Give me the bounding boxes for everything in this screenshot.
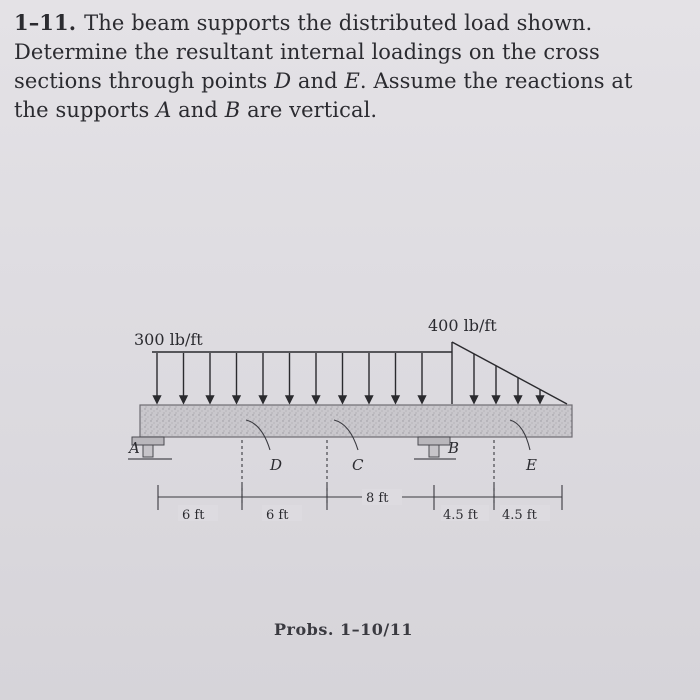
load-arrow-head <box>513 395 523 405</box>
load-arrow-head <box>311 395 321 405</box>
label-d: D <box>269 456 282 474</box>
load-arrow-head <box>152 395 162 405</box>
load-arrow-head <box>258 395 268 405</box>
load-arrow-head <box>231 395 242 405</box>
problem-text-3a: sections through points <box>14 69 275 93</box>
dim-label-bg-3 <box>362 489 402 505</box>
problem-text-4c: are vertical. <box>240 98 378 122</box>
load-arrow-head <box>491 395 501 405</box>
triangular-load-slope <box>451 341 568 405</box>
support-b: B <box>414 436 459 460</box>
load-arrow-head <box>337 395 348 405</box>
problem-line-2: Determine the resultant internal loading… <box>14 40 600 64</box>
leader-c <box>333 419 359 451</box>
dim-label-4: 4.5 ft <box>443 508 479 523</box>
label-e: E <box>525 456 537 474</box>
load-arrow-head <box>364 395 374 405</box>
label-a: A <box>127 439 140 457</box>
leader-d <box>245 419 271 451</box>
load-arrow-head <box>284 395 295 405</box>
support-b-plate <box>417 436 451 446</box>
dimension-lines <box>157 485 563 510</box>
load-arrow-head <box>205 395 215 405</box>
problem-text-4a: the supports <box>14 98 157 122</box>
dimension-labels: 6 ft 6 ft 8 ft 4.5 ft 4.5 ft <box>178 489 550 523</box>
problem-line-4: the supports A and B are vertical. <box>14 96 694 125</box>
problem-number: 1–11. <box>14 10 77 35</box>
load-arrow-head <box>178 395 189 405</box>
dim-label-3: 8 ft <box>366 491 389 506</box>
dim-label-bg-4 <box>441 505 489 521</box>
support-a: A <box>127 436 172 460</box>
load-arrow-head <box>535 395 545 405</box>
load-arrows <box>152 353 545 405</box>
dim-label-bg-2 <box>262 505 302 521</box>
label-b: B <box>447 439 459 457</box>
point-d-ref: D <box>274 69 292 93</box>
support-b-post <box>428 444 440 458</box>
point-a-ref: A <box>156 98 172 122</box>
dim-label-bg-5 <box>500 505 550 521</box>
problem-line-1: 1–11. The beam supports the distributed l… <box>14 8 694 38</box>
load-arrow-head <box>390 395 401 405</box>
dim-label-5: 4.5 ft <box>502 508 538 523</box>
load-left-label: 300 lb/ft <box>134 330 203 349</box>
problem-statement: 1–11. The beam supports the distributed l… <box>14 8 694 125</box>
distributed-load-triangular <box>451 341 568 405</box>
dim-label-1: 6 ft <box>182 508 205 523</box>
load-labels: 300 lb/ft 400 lb/ft <box>134 316 497 349</box>
point-b-ref: B <box>224 98 241 122</box>
point-e-ref: E <box>344 69 360 93</box>
load-arrow-head <box>469 395 479 405</box>
dim-label-bg-1 <box>178 505 218 521</box>
problem-line-3: sections through points D and E. Assume … <box>14 67 694 96</box>
dim-label-2: 6 ft <box>266 508 289 523</box>
problem-text-4b: and <box>171 98 225 122</box>
load-arrow-head <box>417 395 427 405</box>
beam <box>139 404 573 438</box>
leader-e <box>509 419 531 451</box>
problem-text-1: The beam supports the distributed load s… <box>84 11 593 35</box>
problem-text-3c: . Assume the reactions at <box>359 69 633 93</box>
figure-caption: Probs. 1–10/11 <box>274 620 413 639</box>
label-c: C <box>352 456 364 474</box>
support-a-post <box>142 444 154 458</box>
load-right-label: 400 lb/ft <box>428 316 497 335</box>
problem-text-3b: and <box>291 69 345 93</box>
